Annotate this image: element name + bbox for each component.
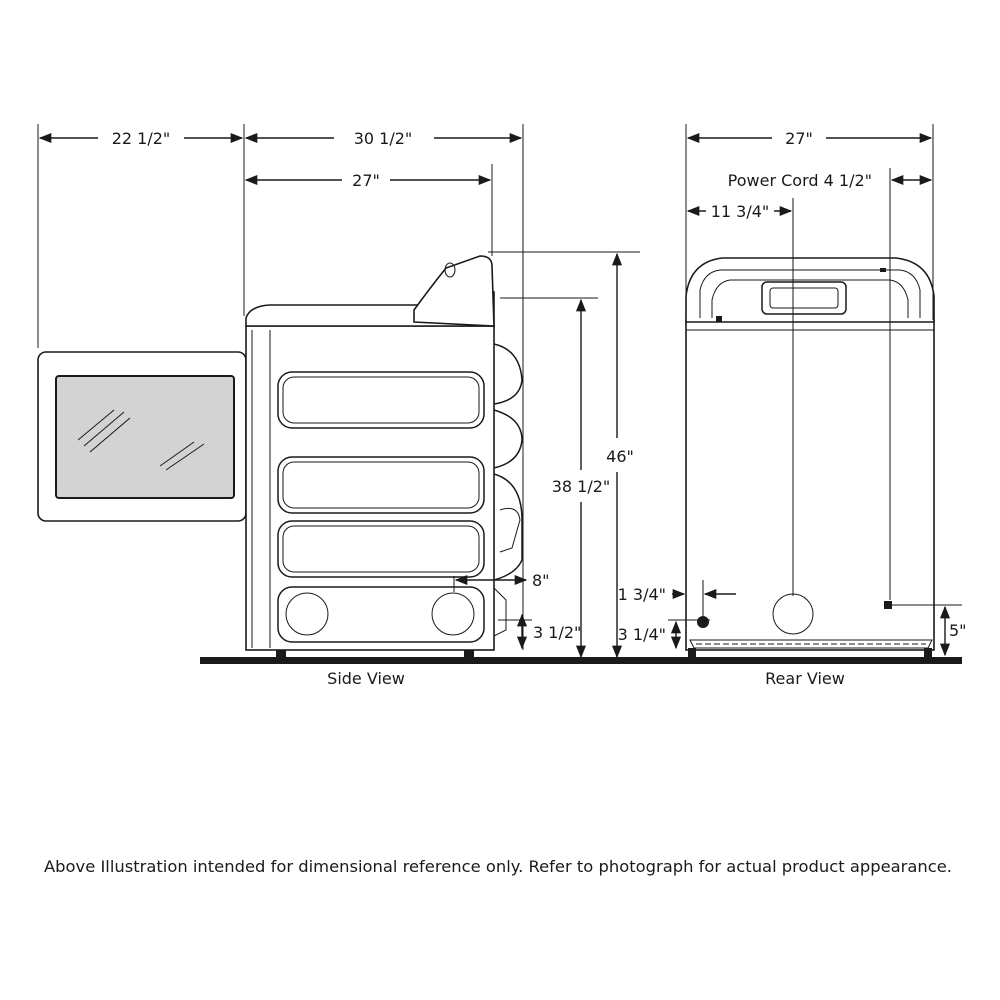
rear-width-label: 27" <box>785 129 813 148</box>
cord-height-label: 5" <box>949 621 967 640</box>
door-glass <box>55 375 235 499</box>
floor-line <box>200 657 962 664</box>
side-view-caption: Side View <box>327 669 405 688</box>
open-door <box>37 351 247 522</box>
disclaimer-footnote: Above Illustration intended for dimensio… <box>44 857 952 876</box>
rear-vent-grille <box>761 281 847 315</box>
side-cabinet-height-label: 38 1/2" <box>552 477 611 496</box>
gas-offset-label: 1 3/4" <box>618 585 666 604</box>
side-door-depth-label: 22 1/2" <box>112 129 171 148</box>
side-overall-height-label: 46" <box>606 447 634 466</box>
dryer-side-body <box>245 255 523 658</box>
power-cord-label: Power Cord 4 1/2" <box>728 171 872 190</box>
control-console <box>413 255 495 327</box>
gas-connection-icon <box>697 616 709 628</box>
rear-view-caption: Rear View <box>765 669 845 688</box>
side-cabinet-depth-label: 27" <box>352 171 380 190</box>
side-foot-circle <box>285 592 329 636</box>
side-vent-circle <box>431 592 475 636</box>
dryer-rear-body <box>685 257 935 657</box>
side-vent-height-label: 3 1/2" <box>533 623 581 642</box>
side-vent-offset-label: 8" <box>532 571 550 590</box>
rear-view: 27" Power Cord 4 1/2" 11 3/4" 1 3/4" 3 1… <box>618 124 967 688</box>
side-view: 22 1/2" 30 1/2" 27" 46" 38 1/2" 8" 3 1/2… <box>37 124 962 688</box>
side-overall-depth-label: 30 1/2" <box>354 129 413 148</box>
gas-height-label: 3 1/4" <box>618 625 666 644</box>
rear-vent-offset-label: 11 3/4" <box>711 202 770 221</box>
